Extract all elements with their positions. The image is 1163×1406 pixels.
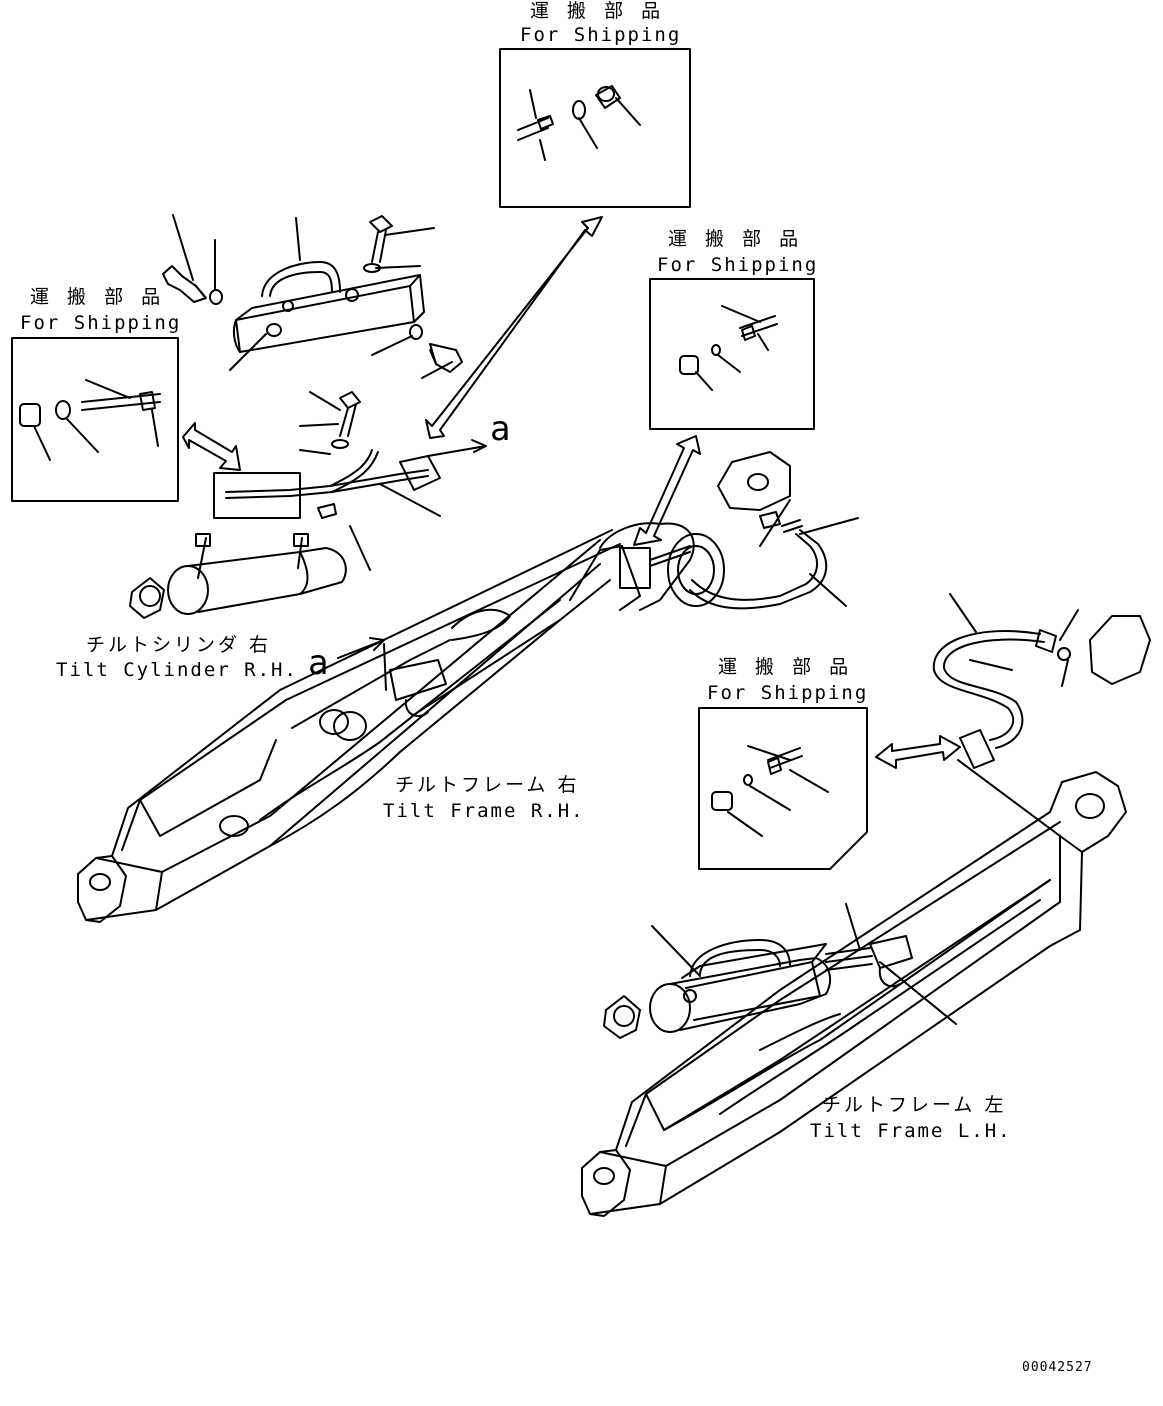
top-box-hose-end (517, 85, 641, 161)
shipping-box-frame-right-lower (698, 707, 868, 870)
tilt-frame-lh-label-en: Tilt Frame L.H. (810, 1120, 1012, 1142)
right-lower-box-hose-end (711, 745, 829, 837)
shipping-arrow-right-lower (875, 735, 961, 769)
shipping-box-frame-top (499, 48, 691, 208)
view-marker-a-top: a (490, 409, 511, 449)
shipping-box-title-en-top: For Shipping (520, 24, 682, 46)
shipping-box-title-jp-left: 運 搬 部 品 (30, 286, 167, 308)
tilt-cylinder-rh-label-jp: チルトシリンダ 右 (86, 634, 272, 656)
shipping-box-frame-left (11, 337, 179, 502)
tilt-frame-rh-label-en: Tilt Frame R.H. (383, 800, 585, 822)
view-marker-a-rh: a (308, 643, 329, 683)
view-arrow-top (427, 439, 487, 457)
tilt-frame-lh (581, 771, 1127, 1217)
tilt-cylinder-rh-label-en: Tilt Cylinder R.H. (56, 659, 298, 681)
tilt-cylinder-rh (129, 533, 347, 619)
shipping-arrow-right-upper (633, 435, 701, 546)
shipping-box-title-jp-right-lower: 運 搬 部 品 (718, 656, 855, 678)
bracket-bolts (162, 215, 463, 373)
view-arrow-rh (337, 637, 387, 691)
right-upper-box-hose-end (679, 305, 778, 391)
tilt-cylinder-lh (603, 903, 957, 1039)
left-box-hose-end (19, 379, 161, 461)
lh-frame-joint-hose (932, 593, 1151, 837)
rh-frame-joint-hose (619, 451, 859, 610)
shipping-box-frame-right-upper (649, 278, 815, 430)
shipping-box-title-en-right-upper: For Shipping (657, 254, 819, 276)
tilt-frame-rh (77, 522, 695, 923)
shipping-box-title-jp-top: 運 搬 部 品 (530, 0, 667, 22)
document-number: 00042527 (1022, 1360, 1093, 1375)
shipping-box-title-jp-right-upper: 運 搬 部 品 (668, 228, 805, 250)
shipping-box-title-en-left: For Shipping (20, 312, 182, 334)
shipping-arrow-top (425, 216, 603, 439)
tilt-cylinder-rh-hose (213, 391, 441, 571)
shipping-box-title-en-right-lower: For Shipping (707, 682, 869, 704)
tilt-frame-lh-label-jp: チルトフレーム 左 (822, 1094, 1007, 1116)
tilt-frame-rh-label-jp: チルトフレーム 右 (395, 774, 580, 796)
shipping-arrow-left (182, 422, 241, 471)
hose-clamp-bracket (232, 261, 425, 353)
bracket-leader-lines (172, 214, 453, 379)
